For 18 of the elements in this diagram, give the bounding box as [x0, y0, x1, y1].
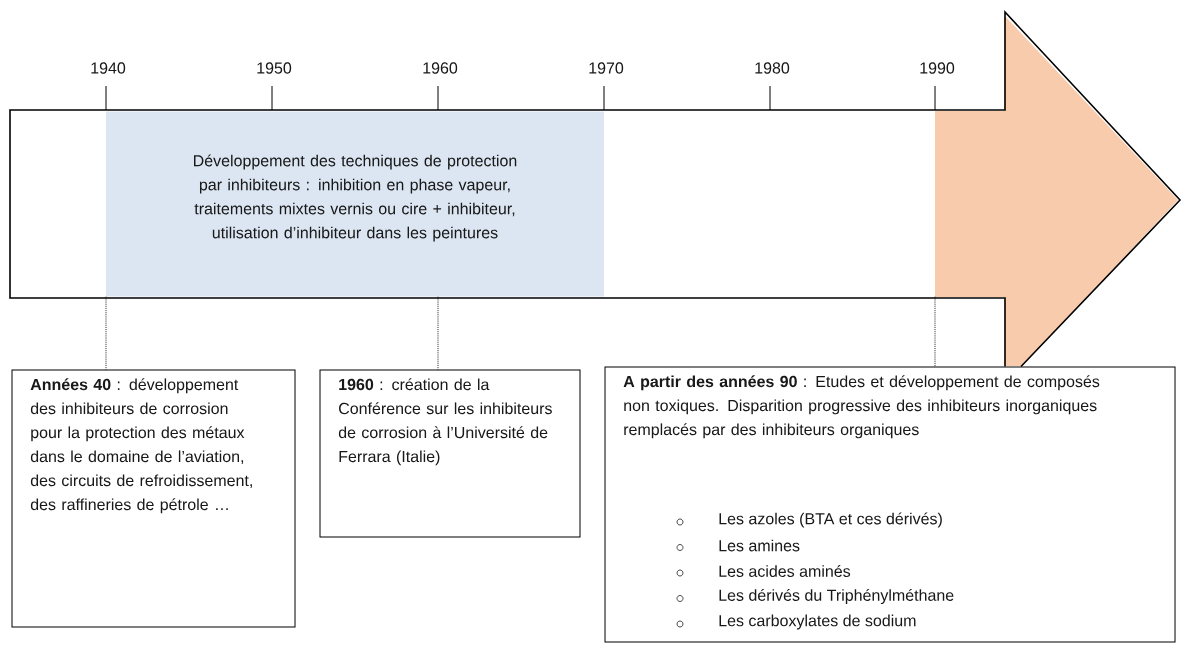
event-box: Années 40 : développement des inhibiteurs de corrosion pour la protection des métaux dans le domaine de l’aviation, des circuits de refroidissement, des raffineries de pétrole …	[11, 369, 296, 628]
list-item: Les carboxylates de sodium	[719, 614, 916, 630]
timeline-bar	[9, 9, 1182, 368]
period-band: Développement des techniques de protection par inhibiteurs : inhibition en phase vapeur, traitements mixtes vernis ou cire + inhibiteur, utilisation d’inhibiteur dans les peintures	[106, 111, 604, 297]
connector-line	[934, 296, 936, 367]
connector-line	[105, 296, 107, 370]
year-label: 1940	[91, 62, 126, 74]
list-item: Les amines	[719, 539, 800, 552]
year-label: 1950	[257, 62, 292, 74]
event-box: 1960 : création de la Conférence sur les inhibiteurs de corrosion à l’Université de Ferrara (Italie)	[319, 369, 581, 538]
list-item: Les azoles (BTA et ces dérivés)	[719, 512, 942, 528]
list-item: Les dérivés du Triphénylméthane	[719, 588, 954, 605]
year-label: 1970	[589, 62, 624, 74]
list-item: Les acides aminés	[719, 565, 851, 577]
year-label: 1990	[920, 62, 955, 74]
year-label: 1980	[755, 62, 790, 74]
connector-line	[437, 296, 439, 370]
year-label: 1960	[423, 62, 458, 74]
